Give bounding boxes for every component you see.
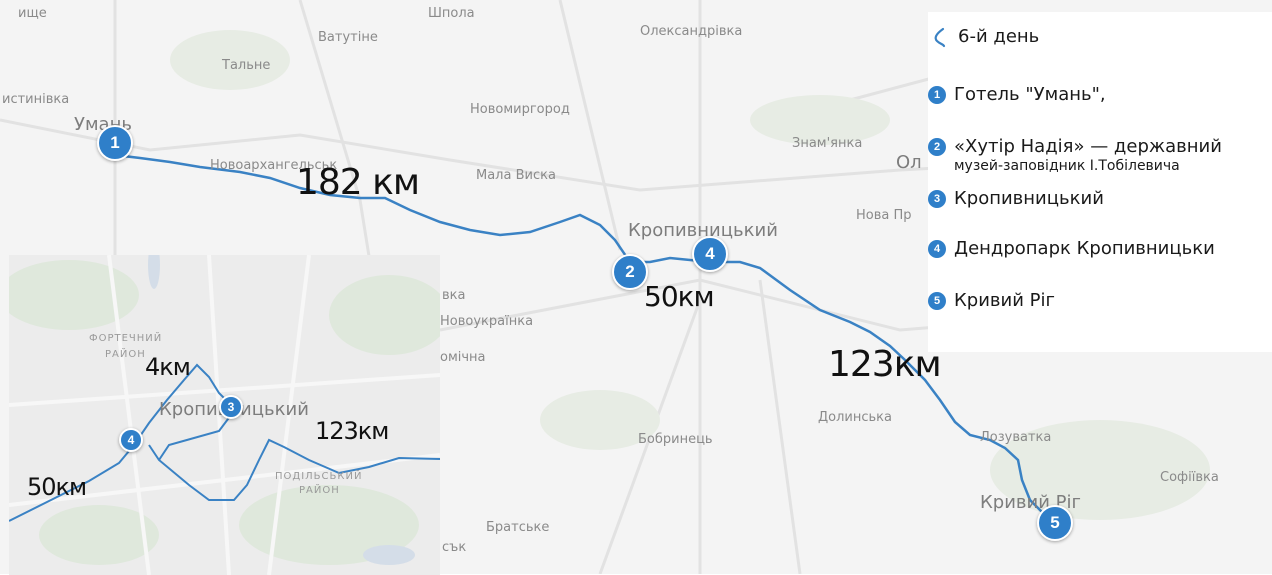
legend-marker-1: 1 [928,86,946,104]
map-marker-1[interactable]: 1 [97,125,133,161]
distance-label-50: 50км [27,473,87,501]
inset-map[interactable]: ФОРТЕЧНИЙ РАЙОН Кропивницький ПОДІЛЬСЬКИ… [9,255,440,575]
water [148,255,160,289]
road [758,279,802,574]
town-label: сък [442,540,467,555]
inset-route-line [9,363,232,522]
road [107,255,151,575]
legend-item-4[interactable]: 4 Дендропарк Кропивницьки [928,238,1215,260]
town-label: Софіївка [1160,470,1219,485]
green-area [540,390,660,450]
town-label: Нова Пр [856,208,912,223]
road [267,255,311,575]
distance-label-4: 4км [145,353,191,381]
road [558,0,622,251]
marker-number: 4 [127,433,135,447]
legend-item-label: Готель "Умань", [954,84,1106,105]
town-label: РАЙОН [105,349,146,360]
distance-label-50: 50км [644,280,715,313]
green-area [170,30,290,90]
marker-number: 5 [1050,513,1060,532]
town-label: омічна [440,350,486,365]
town-label: Кропивницький [628,220,778,241]
town-label: Лозуватка [980,430,1052,445]
legend-marker-4: 4 [928,240,946,258]
green-area [239,485,419,565]
town-label: Новоархангельськ [210,158,338,173]
road [9,373,440,407]
town-label: ФОРТЕЧНИЙ [89,333,163,344]
town-label: Знам'янка [792,136,863,151]
marker-number: 3 [227,400,235,414]
town-label: Братське [486,520,550,535]
town-label: Шпола [428,6,475,21]
town-label: Новоукраїнка [440,314,534,329]
marker-number: 1 [110,133,120,152]
green-area [990,420,1210,520]
legend-title-row: 6-й день [928,26,1039,48]
legend-item-label: Кривий Ріг [954,290,1055,311]
distance-label-182: 182 км [296,162,420,203]
town-label: вка [442,288,466,303]
road [0,118,1272,192]
town-label: Тальне [222,58,271,73]
road [207,255,231,575]
green-area [750,95,890,145]
town-label: РАЙОН [299,485,340,496]
road [598,299,702,574]
legend-item-3[interactable]: 3 Кропивницький [928,188,1104,210]
town-label: Долинська [818,410,892,425]
inset-roads [9,255,440,575]
distance-label-123: 123км [315,417,389,445]
marker-number: 2 [625,262,635,281]
map-marker-4[interactable]: 4 [692,236,728,272]
inset-route-line [158,414,232,461]
green-area [9,260,139,330]
town-label: Ватутіне [318,30,378,45]
map-marker-2[interactable]: 2 [612,254,648,290]
legend-marker-5: 5 [928,292,946,310]
legend-item-2[interactable]: 2 «Хутір Надія» — державний музей-запові… [928,136,1222,174]
legend-marker-3: 3 [928,190,946,208]
legend-item-label: Кропивницький [954,188,1104,209]
legend-item-5[interactable]: 5 Кривий Ріг [928,290,1055,312]
route-legend: 6-й день 1 Готель "Умань", 2 «Хутір Наді… [928,12,1272,352]
road [9,453,440,507]
town-label: Бобринець [638,432,713,447]
route-line [114,153,1046,516]
inset-route-line [148,438,440,501]
inset-green-areas [9,260,440,565]
green-area [39,505,159,565]
green-area [329,275,440,355]
legend-item-1[interactable]: 1 Готель "Умань", [928,84,1106,106]
legend-item-sublabel: музей-заповідник І.Тобілевича [954,158,1180,174]
marker-number: 4 [705,244,715,263]
town-label: ище [18,6,47,21]
town-label: Ол [896,152,922,173]
town-label: истинівка [2,92,70,107]
legend-marker-2: 2 [928,138,946,156]
legend-item-label: Дендропарк Кропивницьки [954,238,1215,259]
water [363,545,415,565]
town-label: Новомиргород [470,102,570,117]
map-marker-4[interactable]: 4 [119,428,143,452]
map-marker-5[interactable]: 5 [1037,505,1073,541]
inset-water [148,255,415,565]
legend-item-label: «Хутір Надія» — державний [954,136,1222,157]
legend-title: 6-й день [958,26,1040,47]
town-label: ПОДІЛЬСЬКИЙ [275,471,363,482]
distance-label-123: 123км [828,344,942,385]
town-label: Мала Виска [476,168,556,183]
town-label: Олександрівка [640,24,743,39]
map-marker-3[interactable]: 3 [219,395,243,419]
route-icon [934,27,946,48]
